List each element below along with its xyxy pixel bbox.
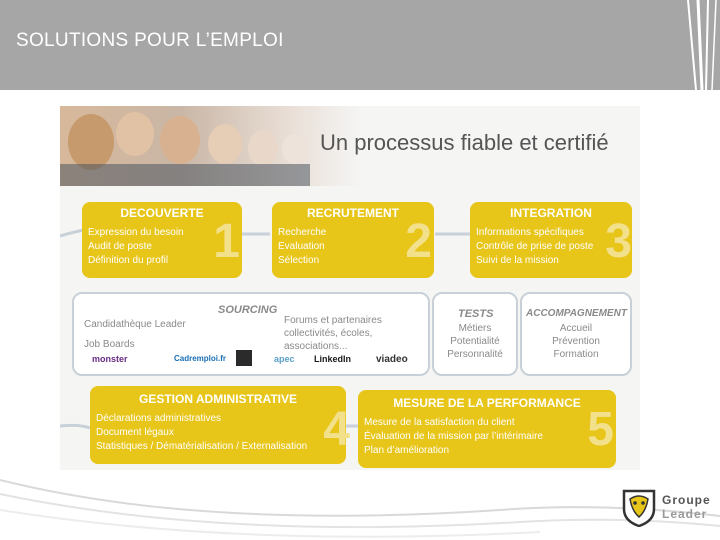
step-lines: Déclarations administratives Document lé… — [96, 413, 308, 452]
step-title: DECOUVERTE — [120, 206, 204, 220]
step-number: 2 — [405, 215, 432, 268]
step-number: 5 — [587, 403, 614, 456]
step-lines: Mesure de la satisfaction du client Éval… — [364, 417, 543, 456]
step-number: 4 — [323, 403, 350, 456]
decorative-swoosh — [0, 479, 720, 538]
step-title: INTEGRATION — [510, 206, 592, 220]
brand-line1: Groupe — [662, 493, 711, 507]
cadremploi-logo: Cadremploi.fr — [174, 354, 227, 363]
partner-logo-icon — [236, 350, 252, 366]
apec-logo: apec — [274, 354, 295, 364]
slide-header: SOLUTIONS POUR L’EMPLOI — [0, 0, 720, 90]
step-lines: Informations spécifiques Contrôle de pri… — [476, 227, 594, 266]
sourcing-box: SOURCING Forums et partenaires collectiv… — [72, 292, 430, 376]
accompagnement-lines: Accueil Prévention Formation — [552, 323, 600, 360]
viadeo-logo: viadeo — [376, 354, 408, 365]
decorative-stripes — [687, 0, 717, 90]
slide-title: SOLUTIONS POUR L’EMPLOI — [16, 30, 284, 51]
step-gestion-administrative: GESTION ADMINISTRATIVE Déclarations admi… — [90, 386, 350, 464]
step-mesure-performance: MESURE DE LA PERFORMANCE Mesure de la sa… — [358, 390, 616, 468]
cvtheque-label: Candidathèque Leader — [84, 319, 186, 330]
step-title: RECRUTEMENT — [307, 206, 399, 220]
job-boards-label: Job Boards — [84, 339, 135, 350]
lion-shield-icon — [622, 489, 656, 527]
brand-line2: Leader — [662, 507, 708, 521]
accompagnement-title: ACCOMPAGNEMENT — [526, 308, 627, 319]
process-headline: Un processus fiable et certifié — [320, 130, 609, 155]
step-number: 3 — [605, 215, 632, 268]
accompagnement-box: ACCOMPAGNEMENT Accueil Prévention Format… — [520, 292, 632, 376]
tests-box: TESTS Métiers Potentialité Personnalité — [432, 292, 518, 376]
linkedin-logo: LinkedIn — [314, 354, 352, 364]
step-number: 1 — [213, 215, 240, 268]
step-title: MESURE DE LA PERFORMANCE — [393, 396, 581, 410]
monster-logo: monster — [92, 354, 128, 364]
sourcing-title: SOURCING — [218, 304, 278, 316]
team-photo — [60, 106, 360, 186]
step-integration: INTEGRATION Informations spécifiques Con… — [470, 202, 632, 278]
step-lines: Expression du besoin Audit de poste Défi… — [88, 227, 184, 266]
step-recrutement: RECRUTEMENT Recherche Evaluation Sélecti… — [272, 202, 434, 278]
tests-title: TESTS — [458, 308, 494, 320]
step-decouverte: DECOUVERTE Expression du besoin Audit de… — [82, 202, 242, 278]
sourcing-forums: Forums et partenaires collectivités, éco… — [284, 315, 382, 352]
step-title: GESTION ADMINISTRATIVE — [138, 392, 297, 406]
process-diagram: Un processus fiable et certifié DECOUVER… — [60, 106, 640, 470]
tests-lines: Métiers Potentialité Personnalité — [447, 323, 503, 360]
groupe-leader-logo: Groupe Leader — [620, 485, 715, 530]
step-lines: Recherche Evaluation Sélection — [278, 227, 327, 266]
